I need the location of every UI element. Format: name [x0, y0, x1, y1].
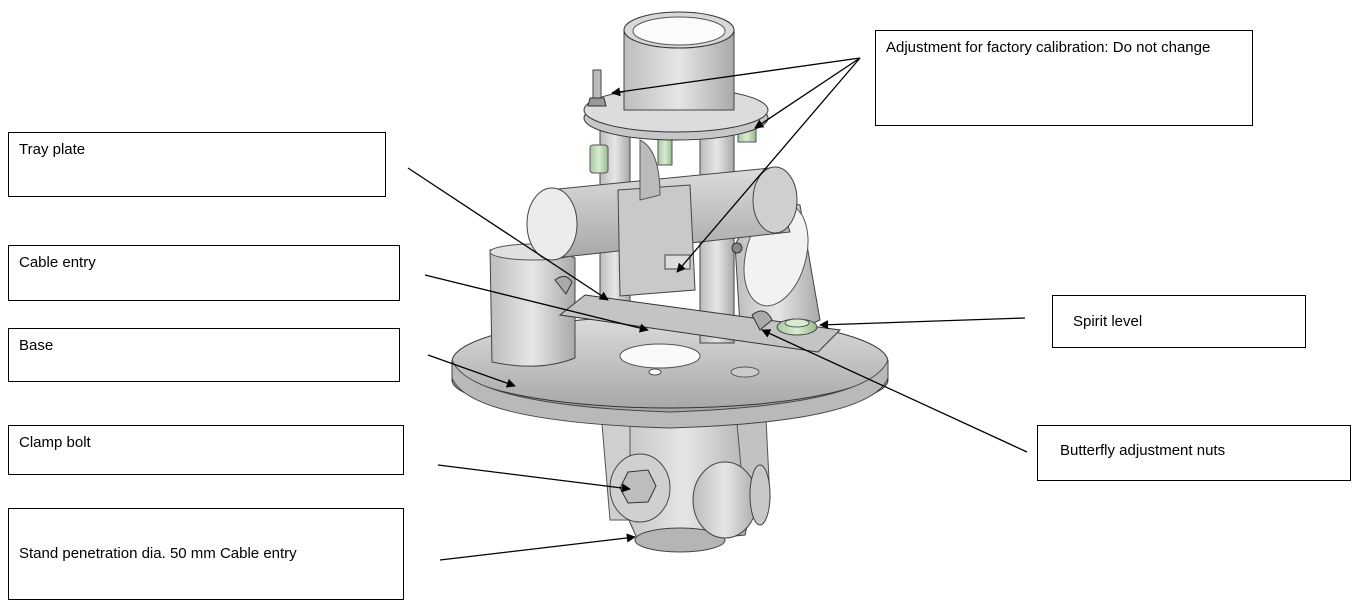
clamp-bolt-label: Clamp bolt: [8, 425, 404, 475]
leader-lines: [407, 57, 1028, 561]
spirit-level-label: Spirit level: [1052, 295, 1306, 348]
left-shield: [489, 243, 577, 367]
tray-plate-label: Tray plate: [8, 132, 386, 197]
stand-body: [599, 397, 771, 553]
stand-penetration-label: Stand penetration dia. 50 mm Cable entry: [8, 508, 404, 600]
factory-adjustment-label: Adjustment for factory calibration: Do n…: [875, 30, 1253, 126]
tray-plate: [554, 276, 842, 353]
top-assembly: [583, 11, 769, 141]
base-label: Base: [8, 328, 400, 382]
cable-entry-label: Cable entry: [8, 245, 400, 301]
butterfly-nuts-label: Butterfly adjustment nuts: [1037, 425, 1351, 481]
